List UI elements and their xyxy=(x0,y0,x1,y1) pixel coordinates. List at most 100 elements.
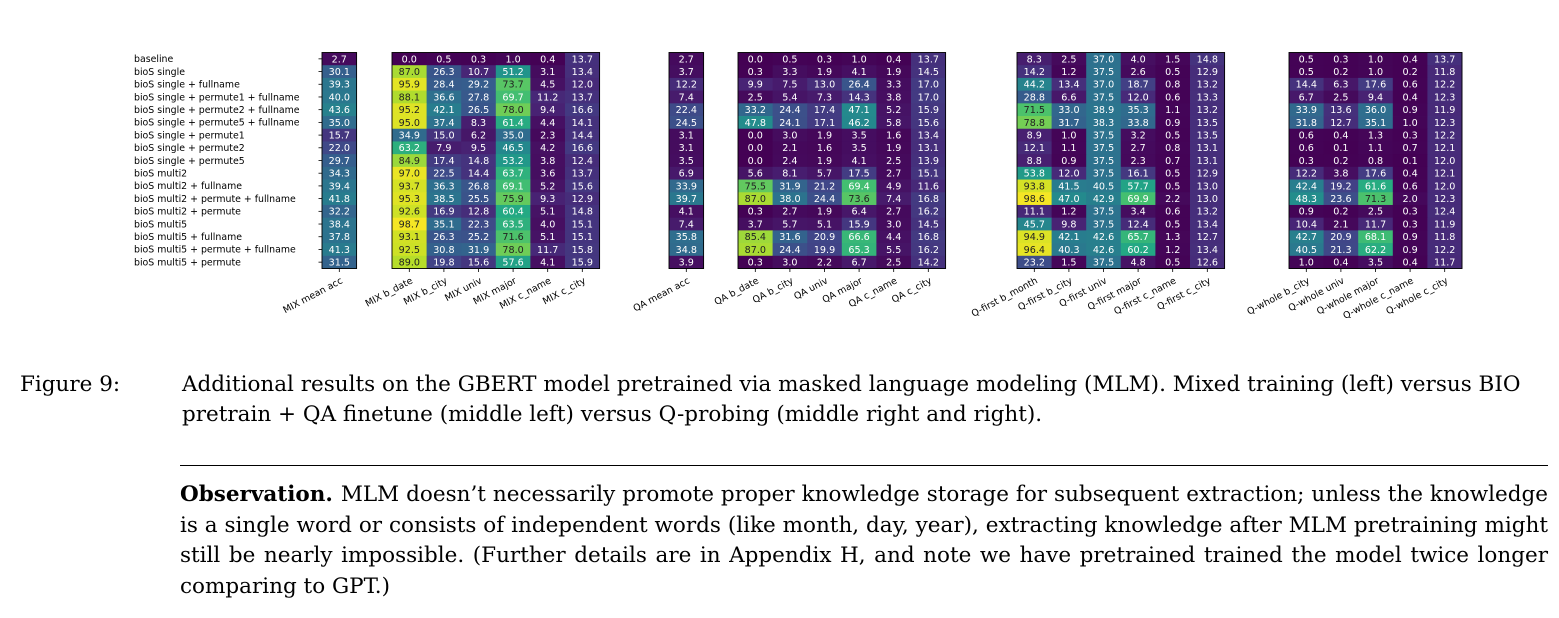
heatmap-cell xyxy=(1155,192,1191,206)
cell-value: 47.0 xyxy=(1058,194,1079,205)
heatmap-cell xyxy=(1051,217,1087,231)
cell-value: 1.9 xyxy=(817,130,832,141)
cell-value: 4.0 xyxy=(1130,54,1145,65)
cell-value: 23.6 xyxy=(1330,194,1351,205)
cell-value: 0.7 xyxy=(1165,156,1180,167)
cell-value: 0.3 xyxy=(1402,130,1417,141)
cell-value: 13.4 xyxy=(1197,219,1218,230)
heatmap-cell xyxy=(1086,128,1122,142)
cell-value: 1.9 xyxy=(886,67,901,78)
cell-value: 95.2 xyxy=(399,105,420,116)
cell-value: 13.3 xyxy=(1197,92,1218,103)
heatmap-cell xyxy=(1051,90,1087,104)
cell-value: 36.6 xyxy=(433,92,454,103)
cell-value: 89.0 xyxy=(399,258,420,269)
cell-value: 0.9 xyxy=(1299,207,1314,218)
panel-frame xyxy=(737,52,947,269)
heatmap-cell xyxy=(738,243,773,257)
heatmap-cell xyxy=(1427,217,1463,231)
heatmap-cell xyxy=(1051,52,1087,66)
heatmap-cell xyxy=(1392,52,1428,66)
heatmap-cell xyxy=(1427,141,1463,155)
heatmap-cell xyxy=(876,103,912,117)
cell-value: 9.8 xyxy=(1061,219,1076,230)
heatmap-cell xyxy=(1289,243,1324,257)
heatmap-cell xyxy=(426,77,462,92)
cell-value: 5.2 xyxy=(886,105,901,116)
cell-value: 3.8 xyxy=(540,156,555,167)
cell-value: 26.5 xyxy=(468,105,489,116)
heatmap-cell xyxy=(876,217,912,231)
observation-divider xyxy=(180,465,1548,466)
cell-value: 12.2 xyxy=(676,80,697,91)
cell-value: 11.9 xyxy=(1434,219,1455,230)
cell-value: 2.5 xyxy=(886,156,901,167)
heatmap-cell xyxy=(1120,77,1156,92)
heatmap-cell xyxy=(530,141,566,155)
cell-value: 0.4 xyxy=(1333,130,1348,141)
heatmap-cell xyxy=(1427,179,1463,193)
heatmap-cell xyxy=(1086,52,1122,66)
cell-value: 31.8 xyxy=(1296,118,1317,129)
cell-value: 16.2 xyxy=(918,207,939,218)
cell-value: 12.2 xyxy=(1434,130,1455,141)
heatmap-cell xyxy=(1190,192,1225,206)
heatmap-cell xyxy=(807,90,843,104)
cell-value: 1.1 xyxy=(1165,105,1180,116)
cell-value: 0.5 xyxy=(1165,258,1180,269)
heatmap-cell xyxy=(669,166,704,180)
heatmap-cell xyxy=(426,166,462,180)
heatmap-cell xyxy=(322,52,357,66)
cell-value: 13.0 xyxy=(1197,194,1218,205)
heatmap-cell xyxy=(495,90,531,104)
cell-value: 0.5 xyxy=(1299,54,1314,65)
heatmap-cell xyxy=(461,52,497,66)
cell-value: 75.5 xyxy=(745,181,766,192)
cell-value: 4.4 xyxy=(540,118,555,129)
heatmap-cell xyxy=(1427,116,1463,130)
heatmap-cell xyxy=(911,65,946,79)
heatmap-cell xyxy=(495,141,531,155)
heatmap-cell xyxy=(738,116,773,130)
heatmap-cell xyxy=(322,141,357,155)
heatmap-cell xyxy=(565,154,600,168)
heatmap-cell xyxy=(876,243,912,257)
cell-value: 31.6 xyxy=(779,232,800,243)
cell-value: 0.4 xyxy=(1402,258,1417,269)
heatmap-cell xyxy=(738,255,773,269)
heatmap-cell xyxy=(841,128,877,142)
heatmap-cell xyxy=(841,255,877,269)
heatmap-cell xyxy=(841,179,877,193)
heatmap-cell xyxy=(530,128,566,142)
heatmap-cell xyxy=(1427,65,1463,79)
cell-value: 3.0 xyxy=(782,258,797,269)
heatmap-cell xyxy=(1051,243,1087,257)
cell-value: 42.1 xyxy=(1058,232,1079,243)
cell-value: 37.5 xyxy=(1093,143,1114,154)
heatmap-cell xyxy=(876,90,912,104)
heatmap-cell xyxy=(1086,217,1122,231)
heatmap-cell xyxy=(738,217,773,231)
heatmap-cell xyxy=(1155,52,1191,66)
cell-value: 26.4 xyxy=(848,80,869,91)
cell-value: 28.8 xyxy=(1024,92,1045,103)
cell-value: 0.3 xyxy=(1402,219,1417,230)
heatmap-cell xyxy=(1427,77,1463,92)
cell-value: 1.3 xyxy=(1368,130,1383,141)
cell-value: 8.3 xyxy=(1027,54,1042,65)
heatmap-cell xyxy=(426,116,462,130)
heatmap-cell xyxy=(1392,103,1428,117)
cell-value: 39.3 xyxy=(329,80,350,91)
heatmap-cell xyxy=(1190,90,1225,104)
cell-value: 60.2 xyxy=(1127,245,1148,256)
heatmap-cell xyxy=(1120,230,1156,244)
heatmap-cell xyxy=(530,116,566,130)
cell-value: 17.1 xyxy=(814,118,835,129)
heatmap-cell xyxy=(461,128,497,142)
heatmap-cell xyxy=(772,128,808,142)
heatmap-cell xyxy=(392,65,427,79)
cell-value: 0.5 xyxy=(1165,219,1180,230)
cell-value: 69.4 xyxy=(848,181,869,192)
cell-value: 25.5 xyxy=(468,194,489,205)
cell-value: 9.5 xyxy=(471,143,486,154)
